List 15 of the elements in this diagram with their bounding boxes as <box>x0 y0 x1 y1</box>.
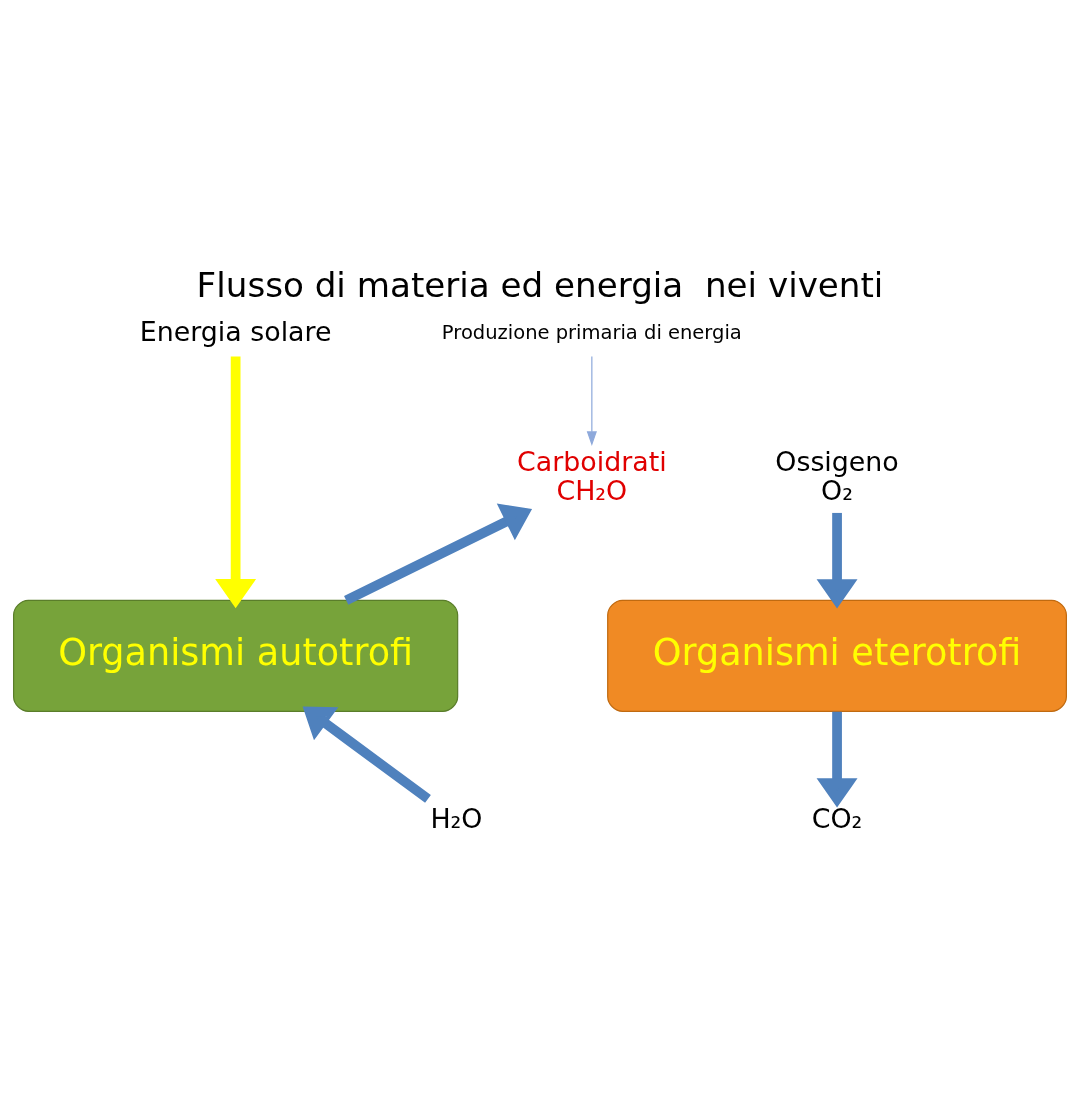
arrow <box>344 503 533 605</box>
node-box: Organismi eterotrofi <box>607 599 1067 712</box>
node-text: H₂O <box>430 802 483 834</box>
arrow <box>302 706 431 803</box>
arrow <box>215 356 257 608</box>
arrow <box>816 512 858 609</box>
arrow <box>586 355 597 446</box>
node-text: CO₂ <box>811 802 863 834</box>
node-text: Carboidrati CH₂O <box>517 445 667 506</box>
arrow <box>816 711 858 808</box>
node-text: Energia solare <box>139 315 332 347</box>
diagram-title: Flusso di materia ed energia nei viventi <box>196 264 884 305</box>
node-text: Produzione primaria di energia <box>441 320 742 344</box>
node-text: Ossigeno O₂ <box>775 445 899 506</box>
node-box: Organismi autotrofi <box>13 599 459 712</box>
